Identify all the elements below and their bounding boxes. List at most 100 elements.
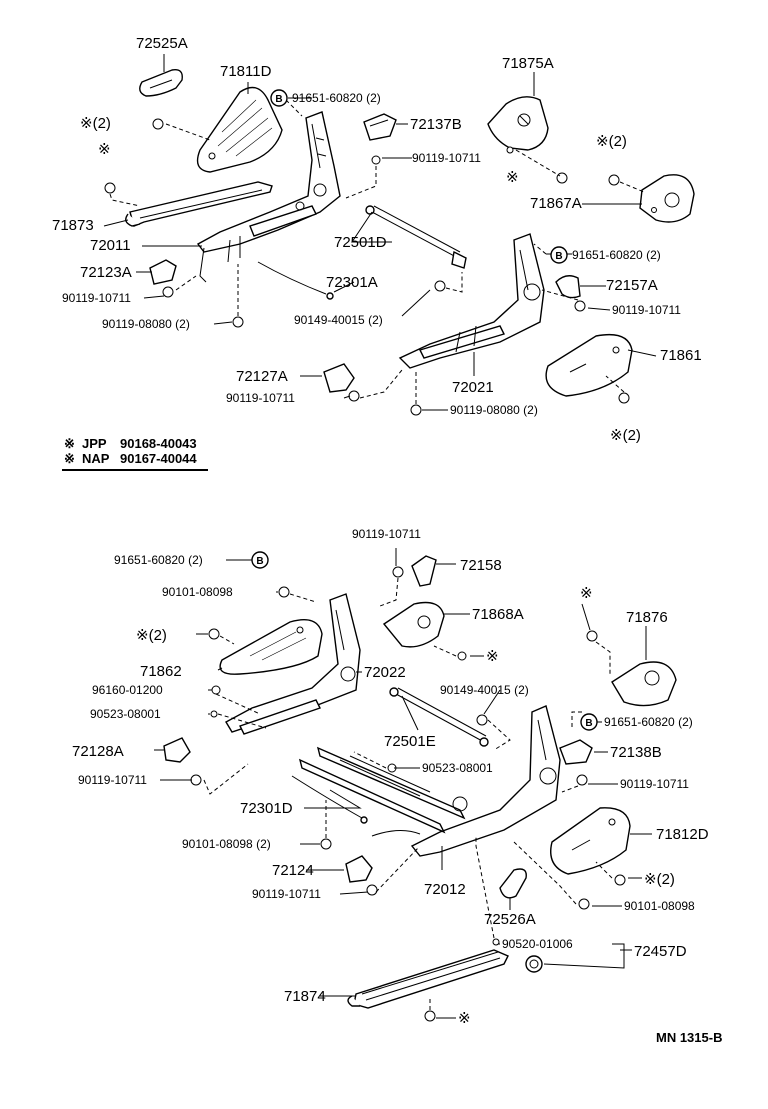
label-72012: 72012 <box>424 881 466 898</box>
part-71873-shape <box>125 181 273 227</box>
label-71867A: 71867A <box>530 195 582 212</box>
label-72457D: 72457D <box>634 943 687 960</box>
legend-row2-mark: ※ <box>64 451 75 466</box>
label-90523-bot2: 90523-08001 <box>422 761 493 775</box>
part-71876-shape <box>611 661 677 707</box>
legend-row2-code: NAP <box>82 451 110 466</box>
part-72526A-shape <box>499 868 527 899</box>
part-72138B-shape <box>559 739 593 765</box>
label-star-top2: ※ <box>506 169 519 186</box>
label-star-bot1: ※ <box>486 648 499 665</box>
part-71861-shape <box>545 333 633 397</box>
circled-b-markers <box>251 89 598 731</box>
part-72501E-shape <box>389 687 489 747</box>
label-71861: 71861 <box>660 347 702 364</box>
label-72501D: 72501D <box>334 234 387 251</box>
label-star-bot3: ※ <box>458 1010 471 1027</box>
legend-row2-part: 90167-40044 <box>120 451 197 466</box>
label-90101-bot3: 90101-08098 <box>624 899 695 913</box>
label-71874: 71874 <box>284 988 326 1005</box>
part-72124-shape <box>345 855 373 883</box>
part-71812D-shape <box>550 807 631 875</box>
part-72127A-shape <box>323 363 355 393</box>
part-72021-shape <box>398 233 545 369</box>
b-marker-4: B <box>585 718 592 729</box>
label-90101-bot1: 90101-08098 <box>162 585 233 599</box>
part-72158-shape <box>411 555 437 587</box>
part-72137B-shape <box>363 113 397 141</box>
label-96160: 96160-01200 <box>92 683 163 697</box>
legend: ※ JPP 90168-40043 ※ NAP 90167-40044 <box>64 436 197 466</box>
label-72137B: 72137B <box>410 116 462 133</box>
part-72022-shape <box>225 593 361 735</box>
top-bolts <box>104 118 630 416</box>
part-71874-shape <box>347 949 509 1009</box>
part-72123A-shape <box>149 259 177 285</box>
label-72138B: 72138B <box>610 744 662 761</box>
label-72124: 72124 <box>272 862 314 879</box>
part-71862-shape <box>219 619 323 675</box>
part-71811D-shape <box>196 86 283 173</box>
label-72501E: 72501E <box>384 733 436 750</box>
part-72011-shape <box>196 111 341 283</box>
label-72526A: 72526A <box>484 911 536 928</box>
label-star2-top3: ※(2) <box>610 427 641 444</box>
part-71867A-shape <box>639 174 695 223</box>
label-71811D: 71811D <box>220 63 272 80</box>
b-marker-1: B <box>275 94 282 105</box>
label-90101-bot2: 90101-08098 (2) <box>182 837 271 851</box>
label-71876: 71876 <box>626 609 668 626</box>
label-71812D: 71812D <box>656 826 709 843</box>
label-72157A: 72157A <box>606 277 658 294</box>
label-72011: 72011 <box>90 237 131 254</box>
diagram-code: MN 1315-B <box>656 1030 722 1045</box>
part-71868A-shape <box>382 601 445 648</box>
label-72021: 72021 <box>452 379 494 396</box>
part-72128A-shape <box>163 737 191 763</box>
label-90149-bot: 90149-40015 (2) <box>440 683 529 697</box>
label-90520: 90520-01006 <box>502 937 573 951</box>
label-star2-bot2: ※(2) <box>644 871 675 888</box>
legend-row1-part: 90168-40043 <box>120 436 197 451</box>
label-90149-top: 90149-40015 (2) <box>294 313 383 327</box>
part-72301D-shape <box>291 775 368 824</box>
label-star-bot2: ※ <box>580 585 593 602</box>
b-marker-2: B <box>555 251 562 262</box>
label-star2-top1: ※(2) <box>80 115 111 132</box>
bottom-dashed-lines <box>203 577 613 1010</box>
label-71862: 71862 <box>140 663 182 680</box>
top-leader-lines <box>103 54 657 411</box>
top-dashed-lines <box>109 99 645 404</box>
label-72301D: 72301D <box>240 800 293 817</box>
part-72457D-shape <box>525 955 543 973</box>
label-90119-top1: 90119-10711 <box>412 151 481 165</box>
label-90119-top4: 90119-10711 <box>226 391 295 405</box>
bottom-leader-lines <box>154 548 652 1019</box>
label-90119-top2: 90119-10711 <box>62 291 131 305</box>
part-72012-shape <box>298 705 561 857</box>
part-72157A-shape <box>555 275 581 299</box>
label-72525A: 72525A <box>136 35 188 52</box>
label-71868A: 71868A <box>472 606 524 623</box>
label-90119-bot3: 90119-10711 <box>620 777 689 791</box>
label-72127A: 72127A <box>236 368 288 385</box>
label-71873: 71873 <box>52 217 94 234</box>
label-72022: 72022 <box>364 664 406 681</box>
label-91651-top: 91651-60820 (2) <box>292 91 381 105</box>
label-72301A: 72301A <box>326 274 378 291</box>
label-72158: 72158 <box>460 557 502 574</box>
label-91651-top2: 91651-60820 (2) <box>572 248 661 262</box>
label-90119-bot1: 90119-10711 <box>352 527 421 541</box>
b-marker-3: B <box>256 556 263 567</box>
label-90119-08080-top2: 90119-08080 (2) <box>450 403 538 417</box>
part-72525A-shape <box>139 69 183 97</box>
label-91651-bot2: 91651-60820 (2) <box>604 715 693 729</box>
label-star-top1: ※ <box>98 141 111 158</box>
label-90523-bot1: 90523-08001 <box>90 707 161 721</box>
label-star2-bot1: ※(2) <box>136 627 167 644</box>
label-90119-08080-top1: 90119-08080 (2) <box>102 317 190 331</box>
legend-row1-mark: ※ <box>64 436 75 451</box>
label-90119-top3: 90119-10711 <box>612 303 681 317</box>
